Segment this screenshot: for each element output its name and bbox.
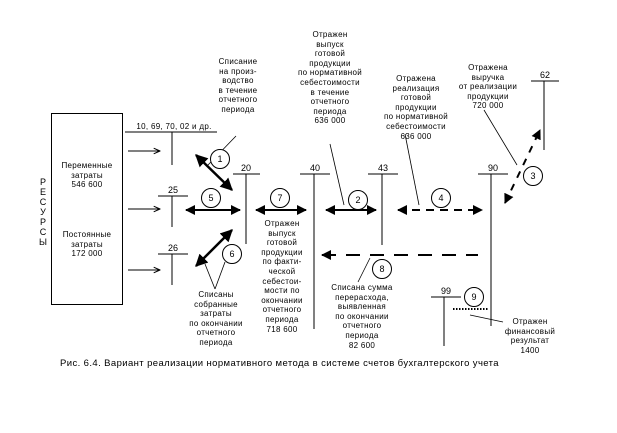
resources-label: Р Е С У Р С Ы <box>39 177 47 247</box>
t-account-40 <box>300 173 330 329</box>
note-3: Отражена выручка от реализации продукции… <box>458 63 518 111</box>
account-misc-label: 10, 69, 70, 02 и др. <box>136 122 212 131</box>
circle-1: 1 <box>210 149 230 169</box>
account-43-label: 43 <box>377 163 388 173</box>
t-account-99 <box>431 296 461 346</box>
note-9: Отражен финансовый результат 1400 <box>504 317 556 355</box>
t-account-misc <box>125 131 217 165</box>
variable-costs-label: Переменные затраты 546 600 <box>61 161 113 190</box>
account-20-label: 20 <box>240 163 251 173</box>
leader-6b <box>204 263 216 290</box>
note-4: Отражена реализация готовой продукции по… <box>383 74 448 141</box>
note-6: Списаны собранные затраты по окончании о… <box>189 290 243 347</box>
circle-2: 2 <box>348 190 368 210</box>
circle-5: 5 <box>201 188 221 208</box>
t-account-90 <box>478 173 508 326</box>
leader-4 <box>404 133 420 206</box>
account-25-label: 25 <box>167 185 178 195</box>
arrow-6 <box>195 229 233 267</box>
account-62-label: 62 <box>539 70 550 80</box>
leader-2 <box>329 143 345 206</box>
resources-box: Переменные затраты 546 600 Постоянные за… <box>51 113 123 305</box>
account-26-label: 26 <box>167 243 178 253</box>
leader-6a <box>214 261 226 290</box>
t-account-20 <box>233 173 260 244</box>
leader-3 <box>483 109 518 166</box>
account-99-label: 99 <box>440 286 451 296</box>
account-40-label: 40 <box>309 163 320 173</box>
note-7: Отражен выпуск готовой продукции по факт… <box>261 219 303 334</box>
circle-6: 6 <box>222 244 242 264</box>
t-account-62 <box>531 80 559 150</box>
arrow-1 <box>195 154 233 191</box>
fixed-costs-label: Постоянные затраты 172 000 <box>62 230 112 259</box>
circle-9: 9 <box>464 287 484 307</box>
account-90-label: 90 <box>487 163 498 173</box>
circle-4: 4 <box>431 188 451 208</box>
leader-8 <box>357 257 371 283</box>
t-account-26 <box>158 253 188 285</box>
circle-7: 7 <box>270 188 290 208</box>
circle-8: 8 <box>372 259 392 279</box>
t-account-43 <box>368 173 398 245</box>
note-1: Списание на произ- водство в течение отч… <box>218 57 258 114</box>
figure-caption: Рис. 6.4. Вариант реализации нормативног… <box>60 358 499 369</box>
note-8: Списана сумма перерасхода, выявленная по… <box>331 283 393 350</box>
note-2: Отражен выпуск готовой продукции по норм… <box>297 30 362 126</box>
t-account-25 <box>158 195 188 227</box>
leader-9 <box>469 314 504 323</box>
circle-3: 3 <box>523 166 543 186</box>
